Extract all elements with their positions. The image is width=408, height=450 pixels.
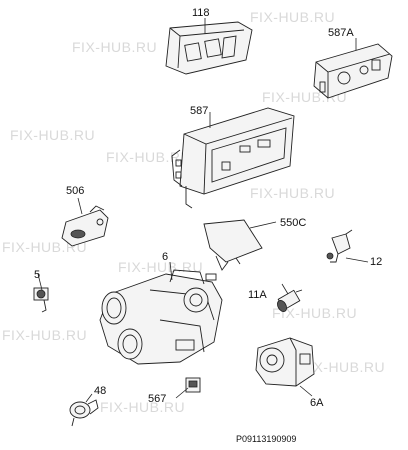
watermark-layer: FIX-HUB.RU FIX-HUB.RU FIX-HUB.RU FIX-HUB… [2,9,385,415]
watermark: FIX-HUB.RU [272,305,357,321]
callout-6: 6 [162,251,168,263]
callout-48: 48 [94,385,106,397]
callout-587: 587 [190,105,208,117]
watermark: FIX-HUB.RU [250,9,335,25]
part-587 [171,107,295,209]
part-6 [99,261,223,365]
callout-587a: 587A [328,27,354,39]
diagram-code: P09113190909 [236,434,296,444]
part-118 [165,18,253,75]
callout-506: 506 [66,185,84,197]
watermark: FIX-HUB.RU [10,127,95,143]
watermark: FIX-HUB.RU [72,39,157,55]
part-567 [175,377,201,399]
callout-6a: 6A [310,397,324,409]
watermark: FIX-HUB.RU [100,399,185,415]
part-11a [277,283,303,312]
watermark: FIX-HUB.RU [300,359,385,375]
part-506 [61,197,109,247]
callout-550c: 550C [280,217,306,229]
watermark: FIX-HUB.RU [106,149,191,165]
callout-11a: 11A [248,289,267,301]
part-550c [203,219,277,271]
part-6a [255,337,315,397]
watermark: FIX-HUB.RU [250,185,335,201]
part-48 [69,393,99,427]
callout-12: 12 [370,256,382,268]
watermark: FIX-HUB.RU [118,259,203,275]
watermark: FIX-HUB.RU [2,239,87,255]
callout-567: 567 [148,393,166,405]
watermark: FIX-HUB.RU [2,327,87,343]
callout-5: 5 [34,269,40,281]
part-5 [33,273,49,313]
part-587a [313,38,393,99]
callout-118: 118 [192,7,210,19]
part-12 [326,229,369,263]
